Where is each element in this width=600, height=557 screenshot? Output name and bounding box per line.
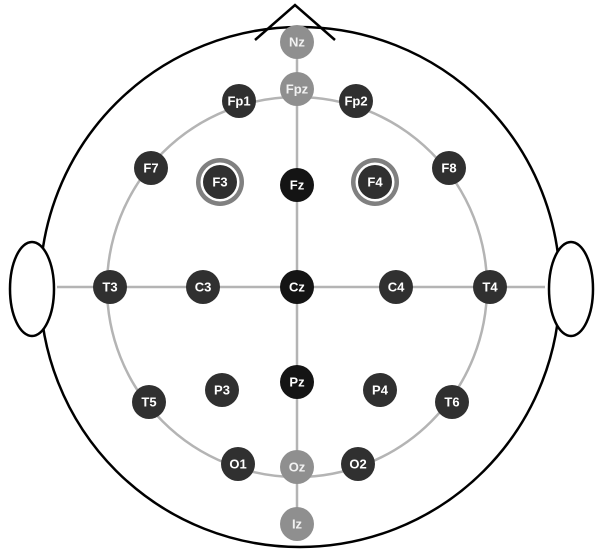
nose: [254, 3, 336, 41]
electrode-label: F4: [367, 175, 383, 190]
electrode-f8: F8: [432, 151, 466, 185]
right-ear: [547, 240, 595, 338]
electrode-nz: Nz: [280, 25, 314, 59]
electrode-label: F8: [441, 161, 456, 176]
electrode-label: Nz: [289, 35, 305, 50]
electrode-label: Fpz: [286, 82, 309, 97]
electrode-c4: C4: [379, 270, 413, 304]
electrode-t6: T6: [435, 385, 469, 419]
electrode-label: C4: [388, 280, 405, 295]
electrode-label: C3: [195, 280, 212, 295]
electrode-label: P3: [214, 383, 230, 398]
electrode-label: Cz: [289, 280, 305, 295]
electrode-fp1: Fp1: [222, 84, 256, 118]
left-ear: [8, 240, 56, 338]
electrode-label: F3: [212, 175, 227, 190]
electrode-label: Iz: [292, 517, 303, 532]
electrode-cz: Cz: [280, 270, 314, 304]
electrode-label: T5: [141, 395, 156, 410]
electrode-fp2: Fp2: [339, 84, 373, 118]
electrode-p4: P4: [363, 373, 397, 407]
electrode-f3-highlighted: F3: [196, 158, 244, 206]
electrode-label: T6: [444, 395, 459, 410]
electrode-iz: Iz: [280, 507, 314, 541]
electrode-f4-highlighted: F4: [351, 158, 399, 206]
electrode-label: F7: [143, 161, 158, 176]
electrode-label: T3: [102, 280, 117, 295]
electrode-t3: T3: [93, 270, 127, 304]
electrode-o2: O2: [341, 447, 375, 481]
electrode-label: Fz: [290, 178, 305, 193]
electrode-t5: T5: [132, 385, 166, 419]
electrode-o1: O1: [221, 447, 255, 481]
electrode-label: Fp1: [227, 94, 250, 109]
electrode-label: T4: [482, 280, 498, 295]
electrode-label: Oz: [289, 460, 306, 475]
electrode-pz: Pz: [280, 365, 314, 399]
electrode-f7: F7: [134, 151, 168, 185]
electrode-p3: P3: [205, 373, 239, 407]
electrode-oz: Oz: [280, 450, 314, 484]
electrode-label: Fp2: [344, 94, 367, 109]
electrode-fpz: Fpz: [280, 72, 314, 106]
electrode-label: Pz: [289, 375, 305, 390]
electrode-fz: Fz: [280, 168, 314, 202]
electrode-t4: T4: [473, 270, 507, 304]
electrode-label: O2: [349, 457, 366, 472]
electrode-label: P4: [372, 383, 389, 398]
electrode-c3: C3: [186, 270, 220, 304]
electrode-label: O1: [229, 457, 246, 472]
